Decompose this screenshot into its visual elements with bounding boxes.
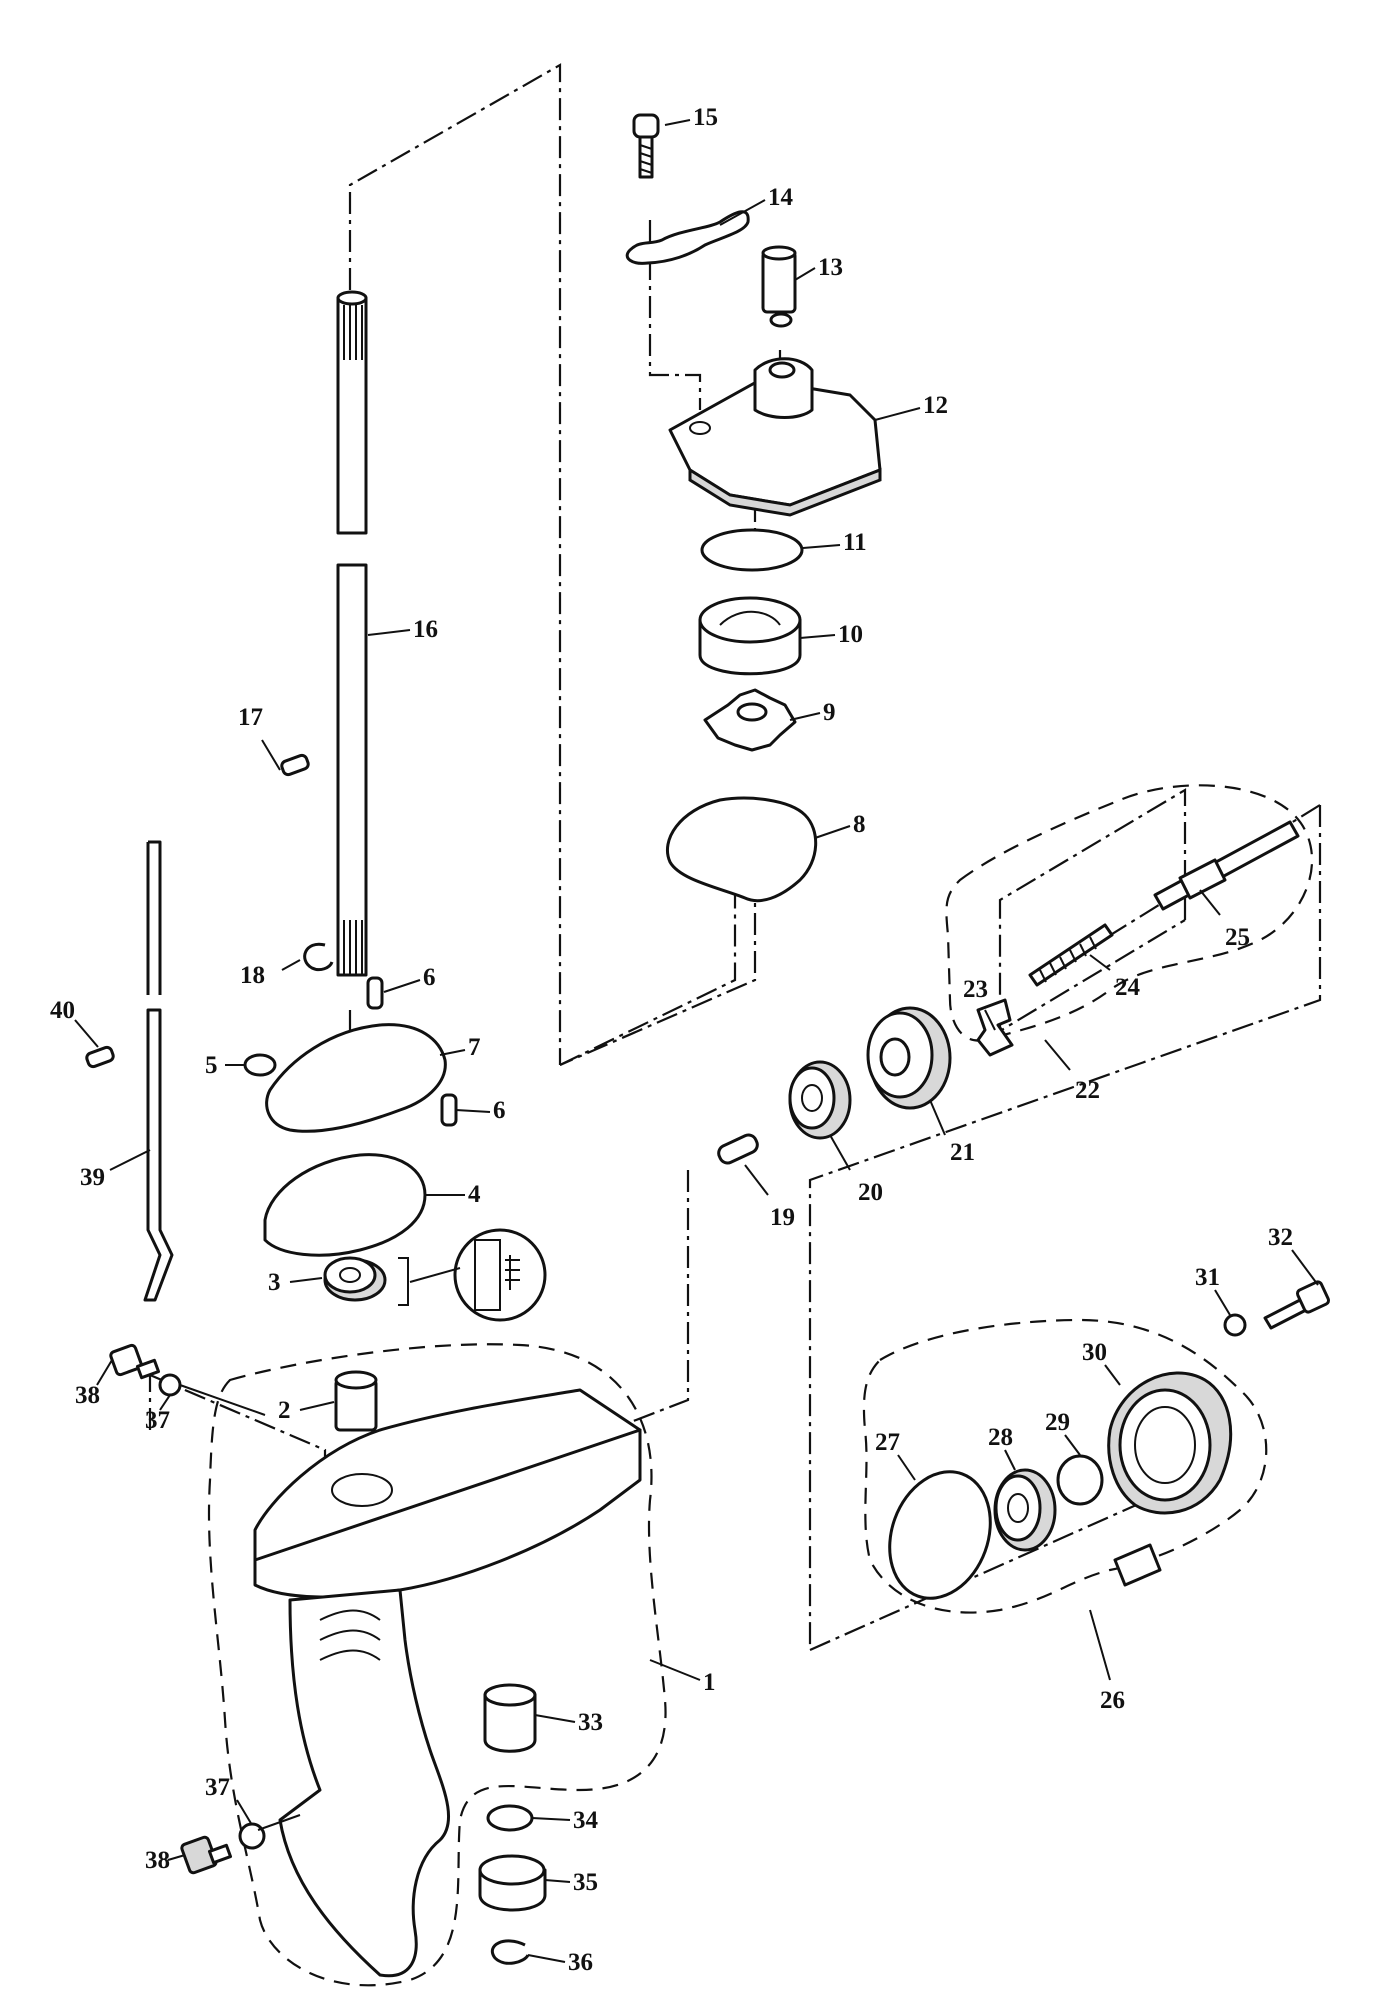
part-11-o-ring	[700, 528, 804, 572]
part-28-bearing	[993, 1468, 1057, 1552]
part-38-bolt-upper	[109, 1343, 161, 1380]
callout-38a: 38	[75, 1382, 100, 1409]
part-10-pump-cup	[698, 596, 802, 676]
seal-detail	[1113, 1543, 1162, 1587]
part-27-o-ring	[888, 1470, 992, 1600]
part-6-pin-lower	[440, 1093, 458, 1127]
callout-29: 29	[1045, 1409, 1070, 1436]
part-12-pump-housing	[668, 357, 882, 517]
part-37-washer-upper	[158, 1373, 182, 1397]
callout-28: 28	[988, 1424, 1013, 1451]
callout-37b: 37	[205, 1774, 230, 1801]
callout-35: 35	[573, 1869, 598, 1896]
callout-22: 22	[1075, 1077, 1100, 1104]
callout-18: 18	[240, 962, 265, 989]
callout-12: 12	[923, 392, 948, 419]
callout-21: 21	[950, 1139, 975, 1166]
part-20-bearing	[788, 1060, 852, 1140]
callout-1: 1	[703, 1669, 716, 1696]
callout-10: 10	[838, 621, 863, 648]
leader-lines	[74, 119, 1319, 1963]
callout-20: 20	[858, 1179, 883, 1206]
callout-37a: 37	[145, 1407, 170, 1434]
part-15-screw	[632, 113, 660, 179]
part-37-washer-lower	[238, 1822, 266, 1850]
callout-3: 3	[268, 1269, 281, 1296]
callout-7: 7	[468, 1034, 481, 1061]
callout-24: 24	[1115, 974, 1141, 1001]
callout-5: 5	[205, 1052, 218, 1079]
part-23-clutch	[976, 998, 1014, 1057]
lower-unit-outline	[207, 1343, 667, 1987]
callout-23: 23	[963, 976, 988, 1003]
part-24-spring	[1028, 923, 1114, 987]
part-6-pin-upper	[366, 976, 384, 1010]
shift-rod-outline	[945, 784, 1314, 1042]
part-3-detail-bubble	[453, 1228, 547, 1322]
callout-36: 36	[568, 1949, 593, 1976]
callout-16: 16	[413, 616, 438, 643]
part-8-plate	[665, 796, 818, 903]
callout-25: 25	[1225, 924, 1250, 951]
part-39-shift-rod	[143, 840, 174, 1302]
callout-4: 4	[468, 1181, 481, 1208]
callout-19: 19	[770, 1204, 795, 1231]
callout-17: 17	[238, 704, 263, 731]
parts	[85, 113, 1331, 1978]
part-35-pinion-gear	[478, 1854, 547, 1912]
part-36-clip	[491, 1939, 530, 1965]
part-32-bolt	[1263, 1280, 1331, 1330]
part-1-lower-unit	[253, 1388, 642, 1978]
callout-34: 34	[573, 1807, 599, 1834]
part-40-pin	[85, 1045, 115, 1069]
part-30-bearing-housing	[1107, 1371, 1233, 1515]
callout-13: 13	[818, 254, 843, 281]
callout-11: 11	[843, 529, 867, 556]
part-17-pin	[280, 753, 310, 777]
part-14-plate	[625, 210, 750, 265]
callout-14: 14	[768, 184, 794, 211]
part-25-shift-shaft	[1153, 820, 1300, 911]
part-3-bearing	[323, 1256, 387, 1302]
part-34-washer	[486, 1804, 534, 1832]
callout-27: 27	[875, 1429, 900, 1456]
callout-26: 26	[1100, 1687, 1125, 1714]
part-19-pin	[717, 1133, 759, 1165]
callout-numbers: 15 14 13 12 11 10 9 8 16 17 18 6 7 5 6 4…	[50, 104, 1293, 1976]
callout-33: 33	[578, 1709, 603, 1736]
callout-2: 2	[278, 1397, 291, 1424]
part-29-washer	[1056, 1454, 1104, 1506]
part-9-impeller	[703, 688, 797, 752]
part-4-gasket	[263, 1153, 427, 1257]
assembly-outlines	[207, 784, 1314, 1987]
part-2-bushing	[334, 1370, 378, 1432]
part-21-gear	[866, 1006, 952, 1110]
part-33-bushing	[483, 1683, 537, 1753]
part-16-drive-shaft	[336, 290, 368, 977]
part-13-sleeve	[761, 245, 797, 328]
callout-40: 40	[50, 997, 75, 1024]
callout-6b: 6	[493, 1097, 506, 1124]
part-7-plate	[265, 1023, 447, 1133]
part-5-o-ring	[243, 1053, 277, 1077]
part-18-clip	[303, 942, 334, 972]
callout-39: 39	[80, 1164, 105, 1191]
part-31-washer	[1223, 1313, 1247, 1337]
callout-8: 8	[853, 811, 866, 838]
callout-6a: 6	[423, 964, 436, 991]
callout-38b: 38	[145, 1847, 170, 1874]
callout-30: 30	[1082, 1339, 1107, 1366]
callout-9: 9	[823, 699, 836, 726]
callout-31: 31	[1195, 1264, 1220, 1291]
callout-32: 32	[1268, 1224, 1293, 1251]
callout-15: 15	[693, 104, 718, 131]
part-38-bolt-lower	[180, 1835, 233, 1875]
